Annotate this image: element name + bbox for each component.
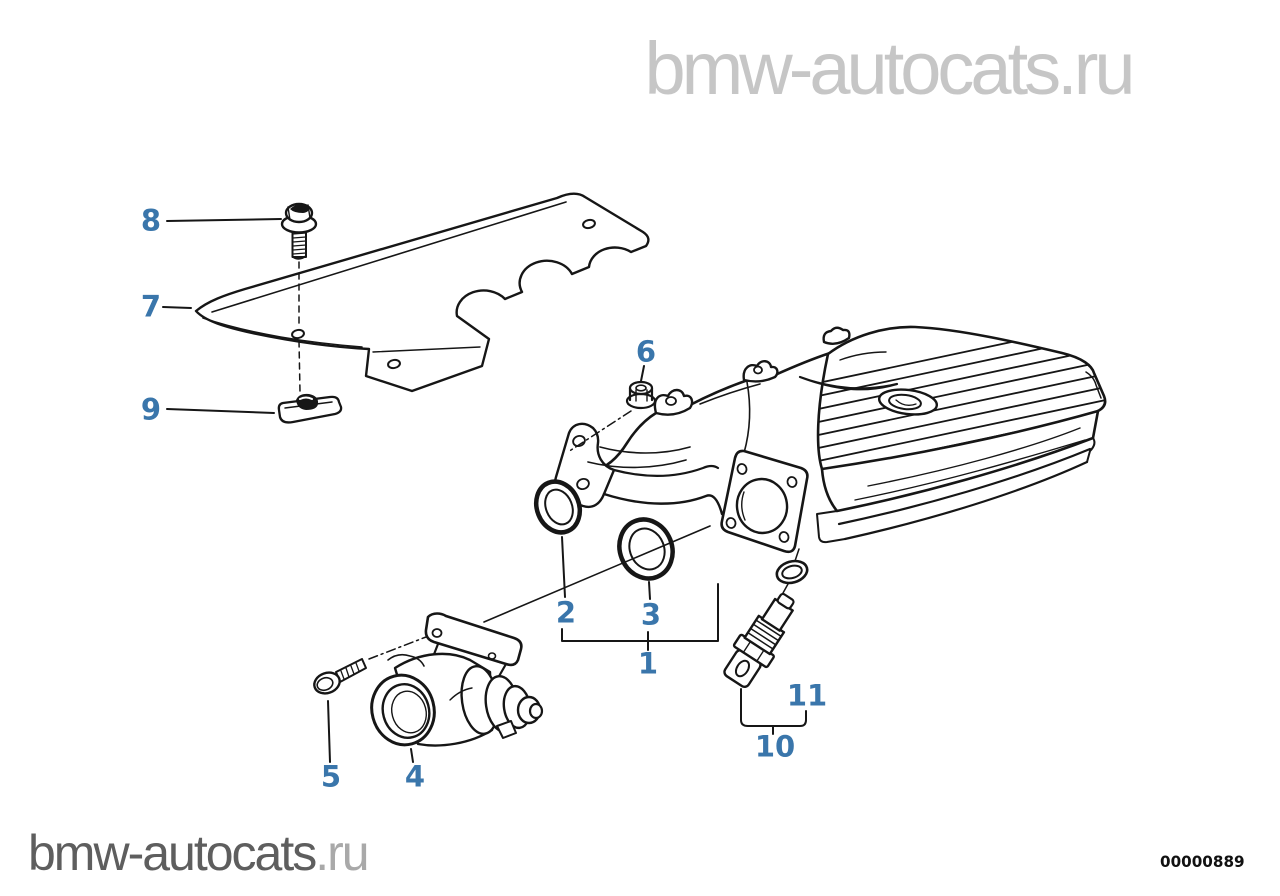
part-callout-3: 3 (640, 597, 662, 632)
watermark-text: bmw-autocats.ru (644, 27, 1136, 110)
part-callout-10: 10 (754, 729, 796, 764)
image-code: 00000889 (1160, 852, 1245, 871)
brand-logo-suffix: .ru (315, 825, 369, 881)
part-throttle-housing (370, 612, 544, 747)
part-callout-4: 4 (404, 759, 426, 794)
part-callout-2: 2 (555, 595, 577, 630)
part-callout-5: 5 (320, 759, 342, 794)
bracket-group-10 (740, 688, 807, 735)
part-clip-nut (277, 393, 343, 424)
part-callout-8: 8 (140, 203, 162, 238)
part-screw-side (313, 658, 367, 695)
part-callout-11: 11 (786, 678, 828, 713)
bracket-group-1 (561, 583, 719, 651)
part-callout-7: 7 (140, 289, 162, 324)
part-callout-1: 1 (637, 646, 659, 681)
leader-dashed-screw-clip (298, 261, 301, 393)
part-temperature-sensor (723, 592, 795, 689)
part-heat-shield-plate (194, 192, 650, 393)
part-seal-ring-small (533, 479, 583, 535)
part-o-ring (775, 559, 809, 585)
callout-leader-lines (162, 218, 807, 763)
brand-logo: bmw-autocats.ru (28, 824, 370, 882)
part-callout-9: 9 (140, 392, 162, 427)
leader-dashdot-nut (567, 410, 632, 453)
part-screw-top (280, 202, 318, 260)
leader-dashdot-sensor (782, 548, 800, 594)
part-intake-manifold (553, 325, 1107, 554)
assembly-axis-line (483, 525, 711, 623)
leader-dashdot-screw (368, 636, 427, 660)
brand-logo-main: bmw-autocats (28, 825, 317, 881)
part-callout-6: 6 (635, 334, 657, 369)
part-seal-ring-large (617, 517, 675, 581)
part-hex-nut (625, 380, 657, 410)
